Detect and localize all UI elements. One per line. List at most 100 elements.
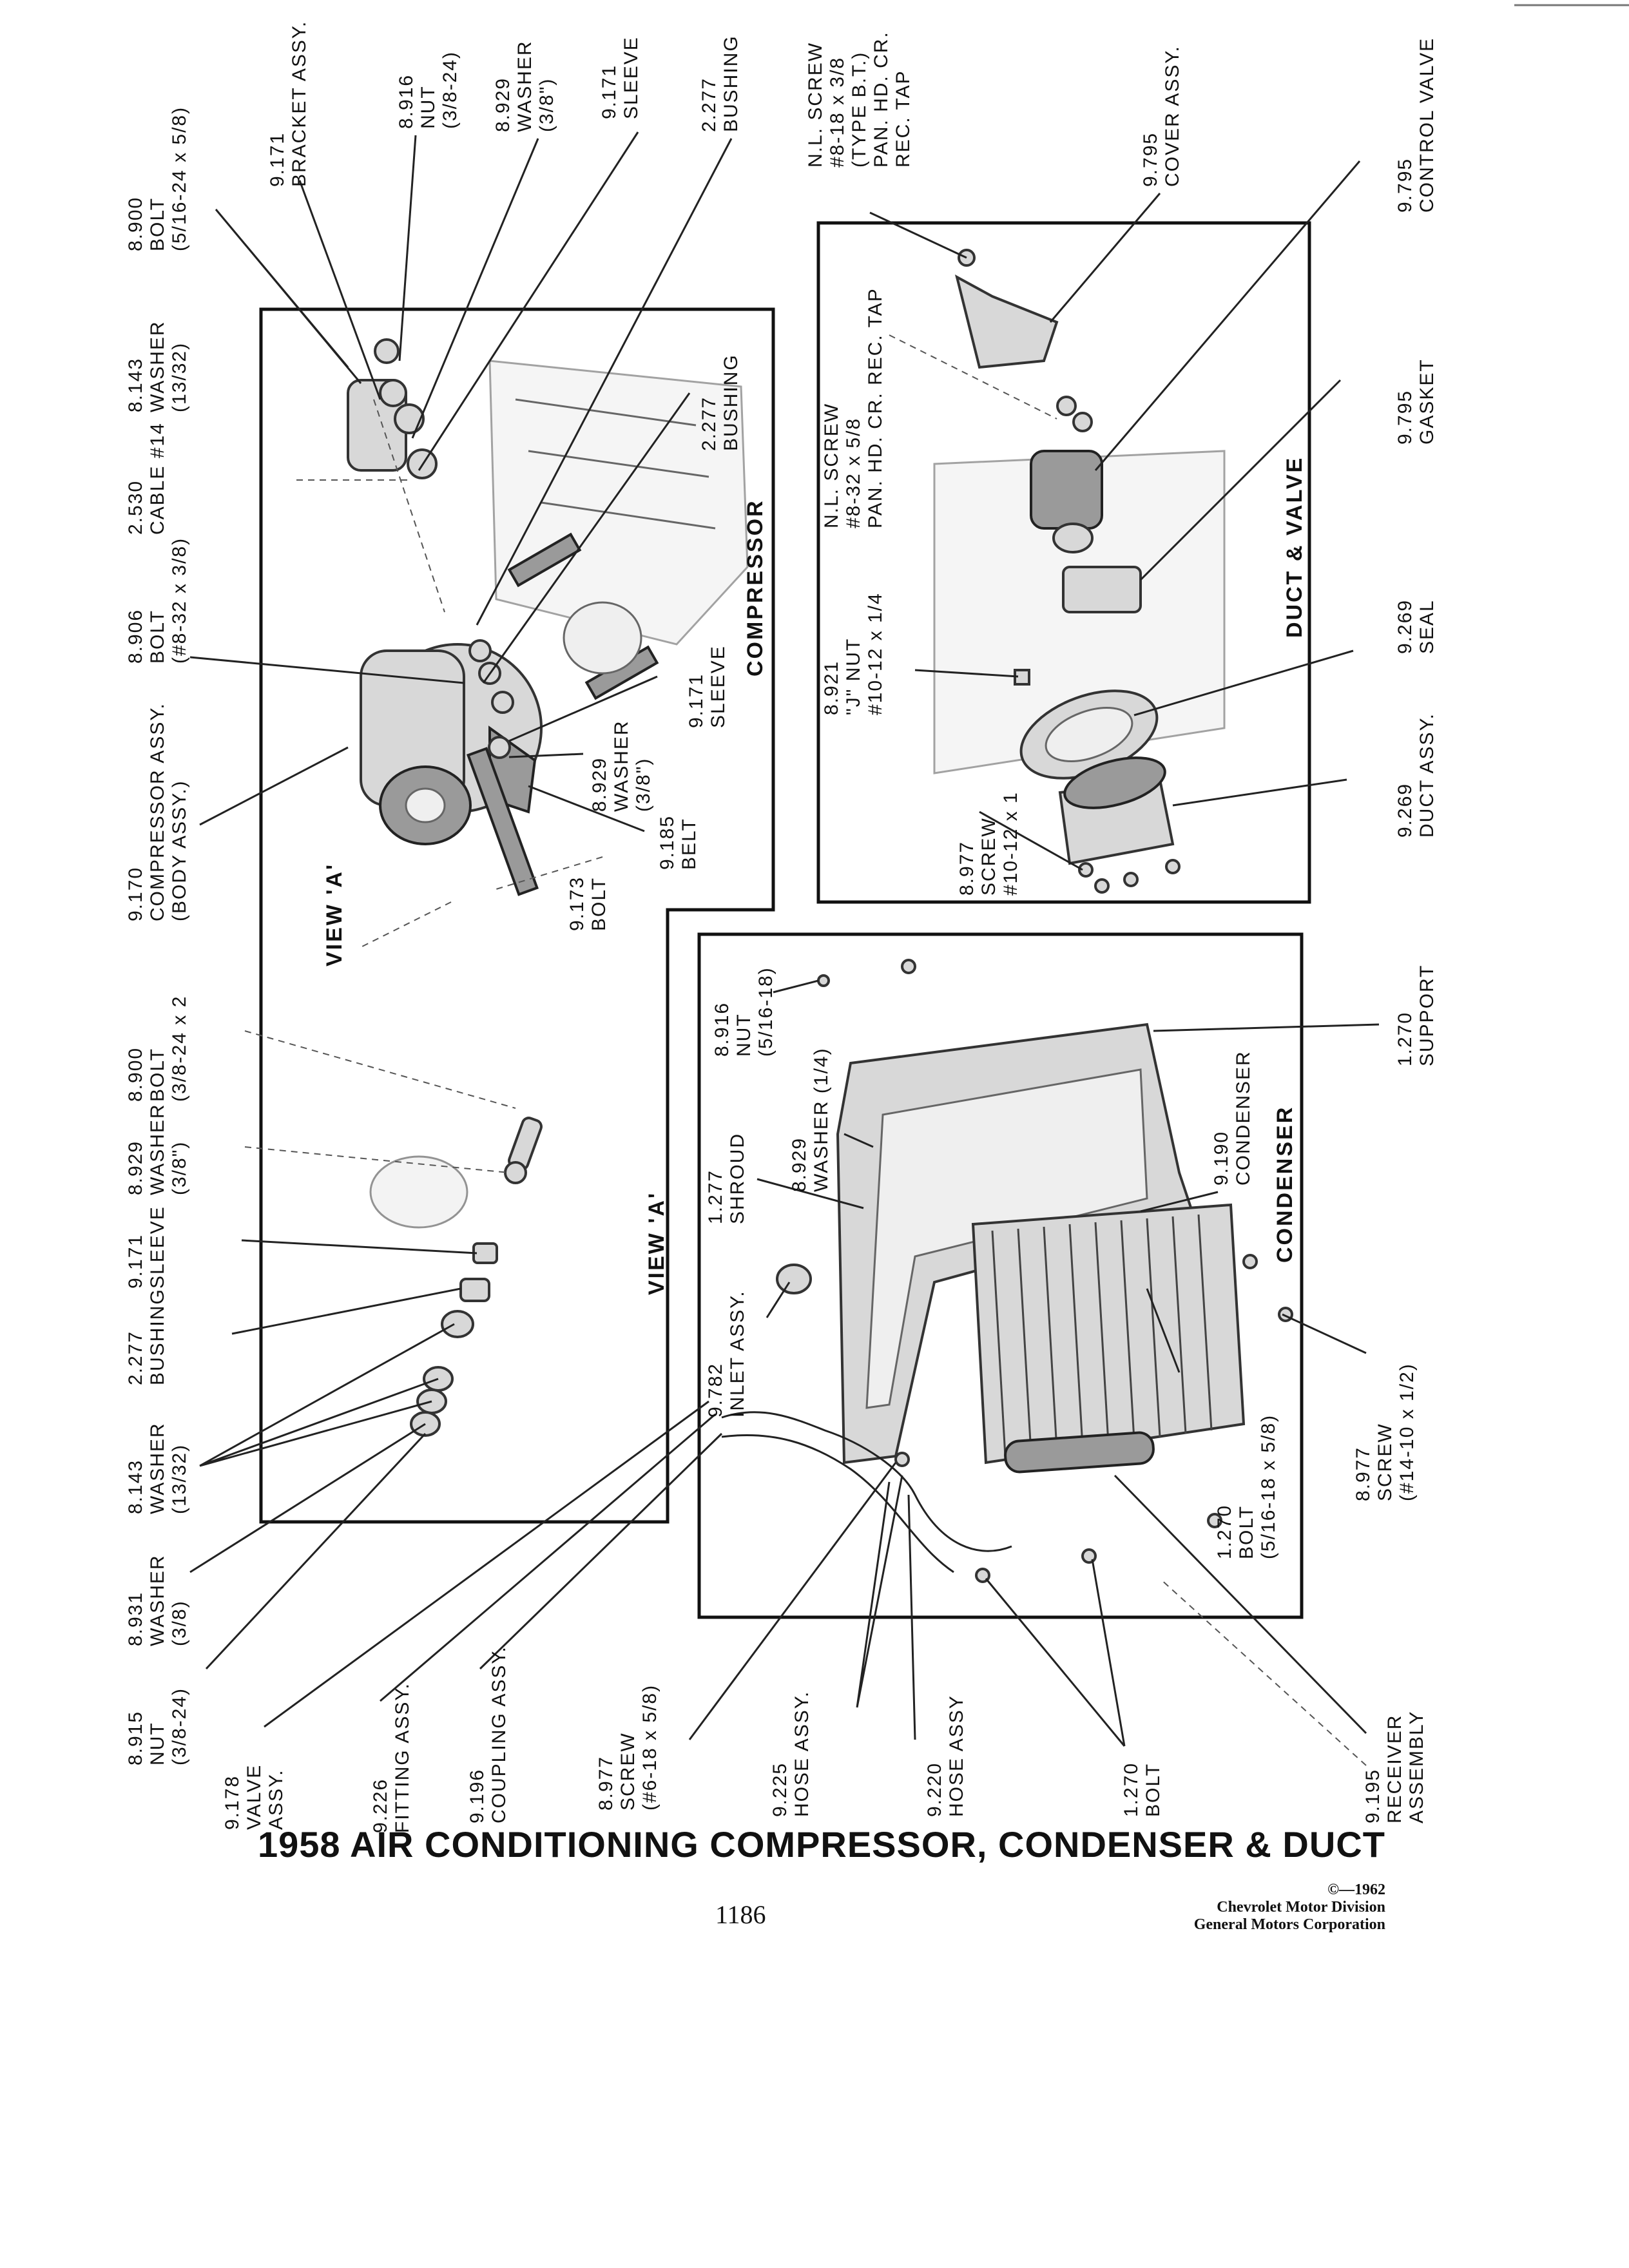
callout-condenser: 9.190CONDENSER (1211, 1050, 1254, 1186)
callout-line: 8.929 (125, 1140, 146, 1195)
callout-nl-screw-mid: N.L. SCREW#8-32 x 5/8PAN. HD. CR. REC. T… (821, 287, 886, 528)
callout-line: 8.143 (125, 1459, 146, 1514)
callout-line: NUT (418, 85, 439, 129)
callout-line: WASHER (147, 1103, 168, 1195)
callout-bolt-8-32: 8.906BOLT(#8-32 x 3/8) (125, 537, 190, 664)
callout-line: 8.916 (396, 74, 417, 129)
callout-line: 9.170 (125, 867, 146, 921)
callout-line: (5/16-18) (755, 966, 776, 1057)
callout-bushing-compressor: 2.277BUSHING (699, 354, 742, 451)
callout-line: 9.269 (1394, 599, 1416, 654)
callout-line: ASSEMBLY (1406, 1710, 1427, 1823)
callout-line: SHROUD (727, 1133, 748, 1224)
callout-washer-3-8-lower: 8.929WASHER(3/8") (125, 1103, 190, 1195)
callout-line: (3/8") (536, 78, 557, 132)
callout-line: WASHER (147, 320, 168, 412)
callout-line: SLEEVE (621, 36, 642, 119)
callout-line: RECEIVER (1384, 1715, 1405, 1823)
callout-duct-assy: 9.269DUCT ASSY. (1394, 713, 1438, 838)
callout-line: (3/8-24 x 2 (169, 995, 190, 1102)
callout-line: (3/8-24) (439, 51, 461, 129)
callout-line: 1.270 (1394, 1012, 1416, 1066)
copyright-line-1: Chevrolet Motor Division (1217, 1899, 1385, 1916)
callout-line: 9.269 (1394, 783, 1416, 838)
callout-line: BRACKET ASSY. (289, 21, 310, 187)
callout-screw-14-10: 8.977SCREW(#14-10 x 1/2) (1353, 1363, 1418, 1501)
callout-line: 2.530 (125, 480, 146, 535)
callout-support: 1.270SUPPORT (1394, 965, 1438, 1066)
callout-bolt-compressor: 9.173BOLT (566, 876, 610, 931)
duct-valve-illustration (933, 249, 1226, 894)
copyright-year: ©—1962 (1327, 1881, 1385, 1898)
callout-line: (#6-18 x 5/8) (639, 1684, 660, 1811)
callout-line: BOLT (147, 610, 168, 664)
callout-line: 8.915 (125, 1711, 146, 1765)
callout-line: COUPLING ASSY. (488, 1646, 510, 1823)
callout-line: COVER ASSY. (1162, 45, 1183, 187)
callout-screw-10-12: 8.977SCREW#10-12 x 1 (956, 791, 1021, 896)
callout-line: 8.977 (956, 841, 978, 896)
callout-hose-assy-9225: 9.225HOSE ASSY. (769, 1691, 813, 1817)
callout-line: 9.178 (222, 1775, 243, 1830)
callout-bolt-1270: 1.270BOLT (1121, 1762, 1164, 1817)
callout-line: #10-12 x 1 (1000, 791, 1021, 896)
callout-line: 9.171 (686, 673, 707, 728)
callout-line: 9.795 (1140, 132, 1161, 187)
callout-line: (5/16-24 x 5/8) (169, 106, 190, 251)
callout-line: GASKET (1416, 358, 1438, 445)
callout-line: 8.929 (589, 757, 610, 812)
callout-bushing-lower: 2.277BUSHING (125, 1288, 168, 1385)
callout-sleeve-top: 9.171SLEEVE (599, 36, 642, 119)
callout-line: (3/8") (169, 1141, 190, 1195)
callout-line: BUSHING (147, 1288, 168, 1385)
callout-gasket: 9.795GASKET (1394, 358, 1438, 445)
callout-line: CABLE #14 (147, 422, 168, 535)
callout-cable: 2.530CABLE #14 (125, 422, 168, 535)
callout-line: 9.171 (599, 64, 620, 119)
callout-line: ASSY. (265, 1769, 287, 1830)
callout-seal: 9.269SEAL (1394, 599, 1438, 654)
callout-bolt-5-16: 8.900BOLT(5/16-24 x 5/8) (125, 106, 190, 251)
callout-line: N.L. SCREW (805, 42, 826, 168)
callout-line: 1.270 (1214, 1504, 1235, 1559)
callout-line: SLEEVE (147, 1206, 168, 1289)
callout-line: WASHER (147, 1422, 168, 1514)
callout-line: 1.277 (705, 1169, 726, 1224)
callout-compressor-assy: 9.170COMPRESSOR ASSY.(BODY ASSY.) (125, 702, 190, 921)
callout-line: BOLT (588, 877, 610, 931)
callout-line: (3/8-24) (169, 1687, 190, 1765)
callout-line: 9.225 (769, 1762, 791, 1817)
callout-washer-compressor: 8.929WASHER(3/8") (589, 720, 654, 812)
callout-j-nut: 8.921"J" NUT#10-12 x 1/4 (821, 592, 886, 715)
callout-nut-3-8-lower: 8.915NUT(3/8-24) (125, 1687, 190, 1765)
callout-line: 8.906 (125, 609, 146, 664)
callout-line: 8.143 (125, 358, 146, 412)
callout-line: SUPPORT (1416, 965, 1438, 1066)
callout-line: 8.916 (711, 1002, 733, 1057)
callout-line: HOSE ASSY (946, 1695, 967, 1817)
callouts: 8.900BOLT(5/16-24 x 5/8) 9.171BRACKET AS… (125, 21, 1438, 1833)
callout-line: 8.977 (1353, 1446, 1374, 1501)
callout-line: DUCT ASSY. (1416, 713, 1438, 838)
section-label-condenser: CONDENSER (1273, 1106, 1297, 1263)
callout-sleeve-lower: 9.171SLEEVE (125, 1206, 168, 1289)
callout-line: WASHER (514, 40, 535, 132)
callout-screw-6-18: 8.977SCREW(#6-18 x 5/8) (595, 1684, 660, 1811)
callout-line: 9.171 (125, 1234, 146, 1289)
callout-washer-3-8-top: 8.929WASHER(3/8") (492, 40, 557, 132)
callout-line: SCREW (978, 817, 999, 896)
callout-line: COMPRESSOR ASSY. (147, 702, 168, 921)
callout-valve-assy: 9.178VALVEASSY. (222, 1764, 287, 1830)
callout-line: #8-32 x 5/8 (843, 418, 864, 528)
callout-inlet-assy: 9.782INLET ASSY. (705, 1290, 748, 1418)
callout-line: SEAL (1416, 599, 1438, 654)
callout-line: 8.900 (125, 197, 146, 251)
callout-line: 9.190 (1211, 1131, 1232, 1186)
view-a-frame (259, 307, 775, 1524)
condenser-frame (697, 932, 1304, 1619)
callout-line: (13/32) (169, 1444, 190, 1514)
callout-line: FITTING ASSY. (392, 1682, 413, 1833)
compressor-illustration (347, 338, 749, 896)
callout-line: 9.185 (657, 815, 678, 870)
callout-line: (#14-10 x 1/2) (1396, 1363, 1418, 1501)
